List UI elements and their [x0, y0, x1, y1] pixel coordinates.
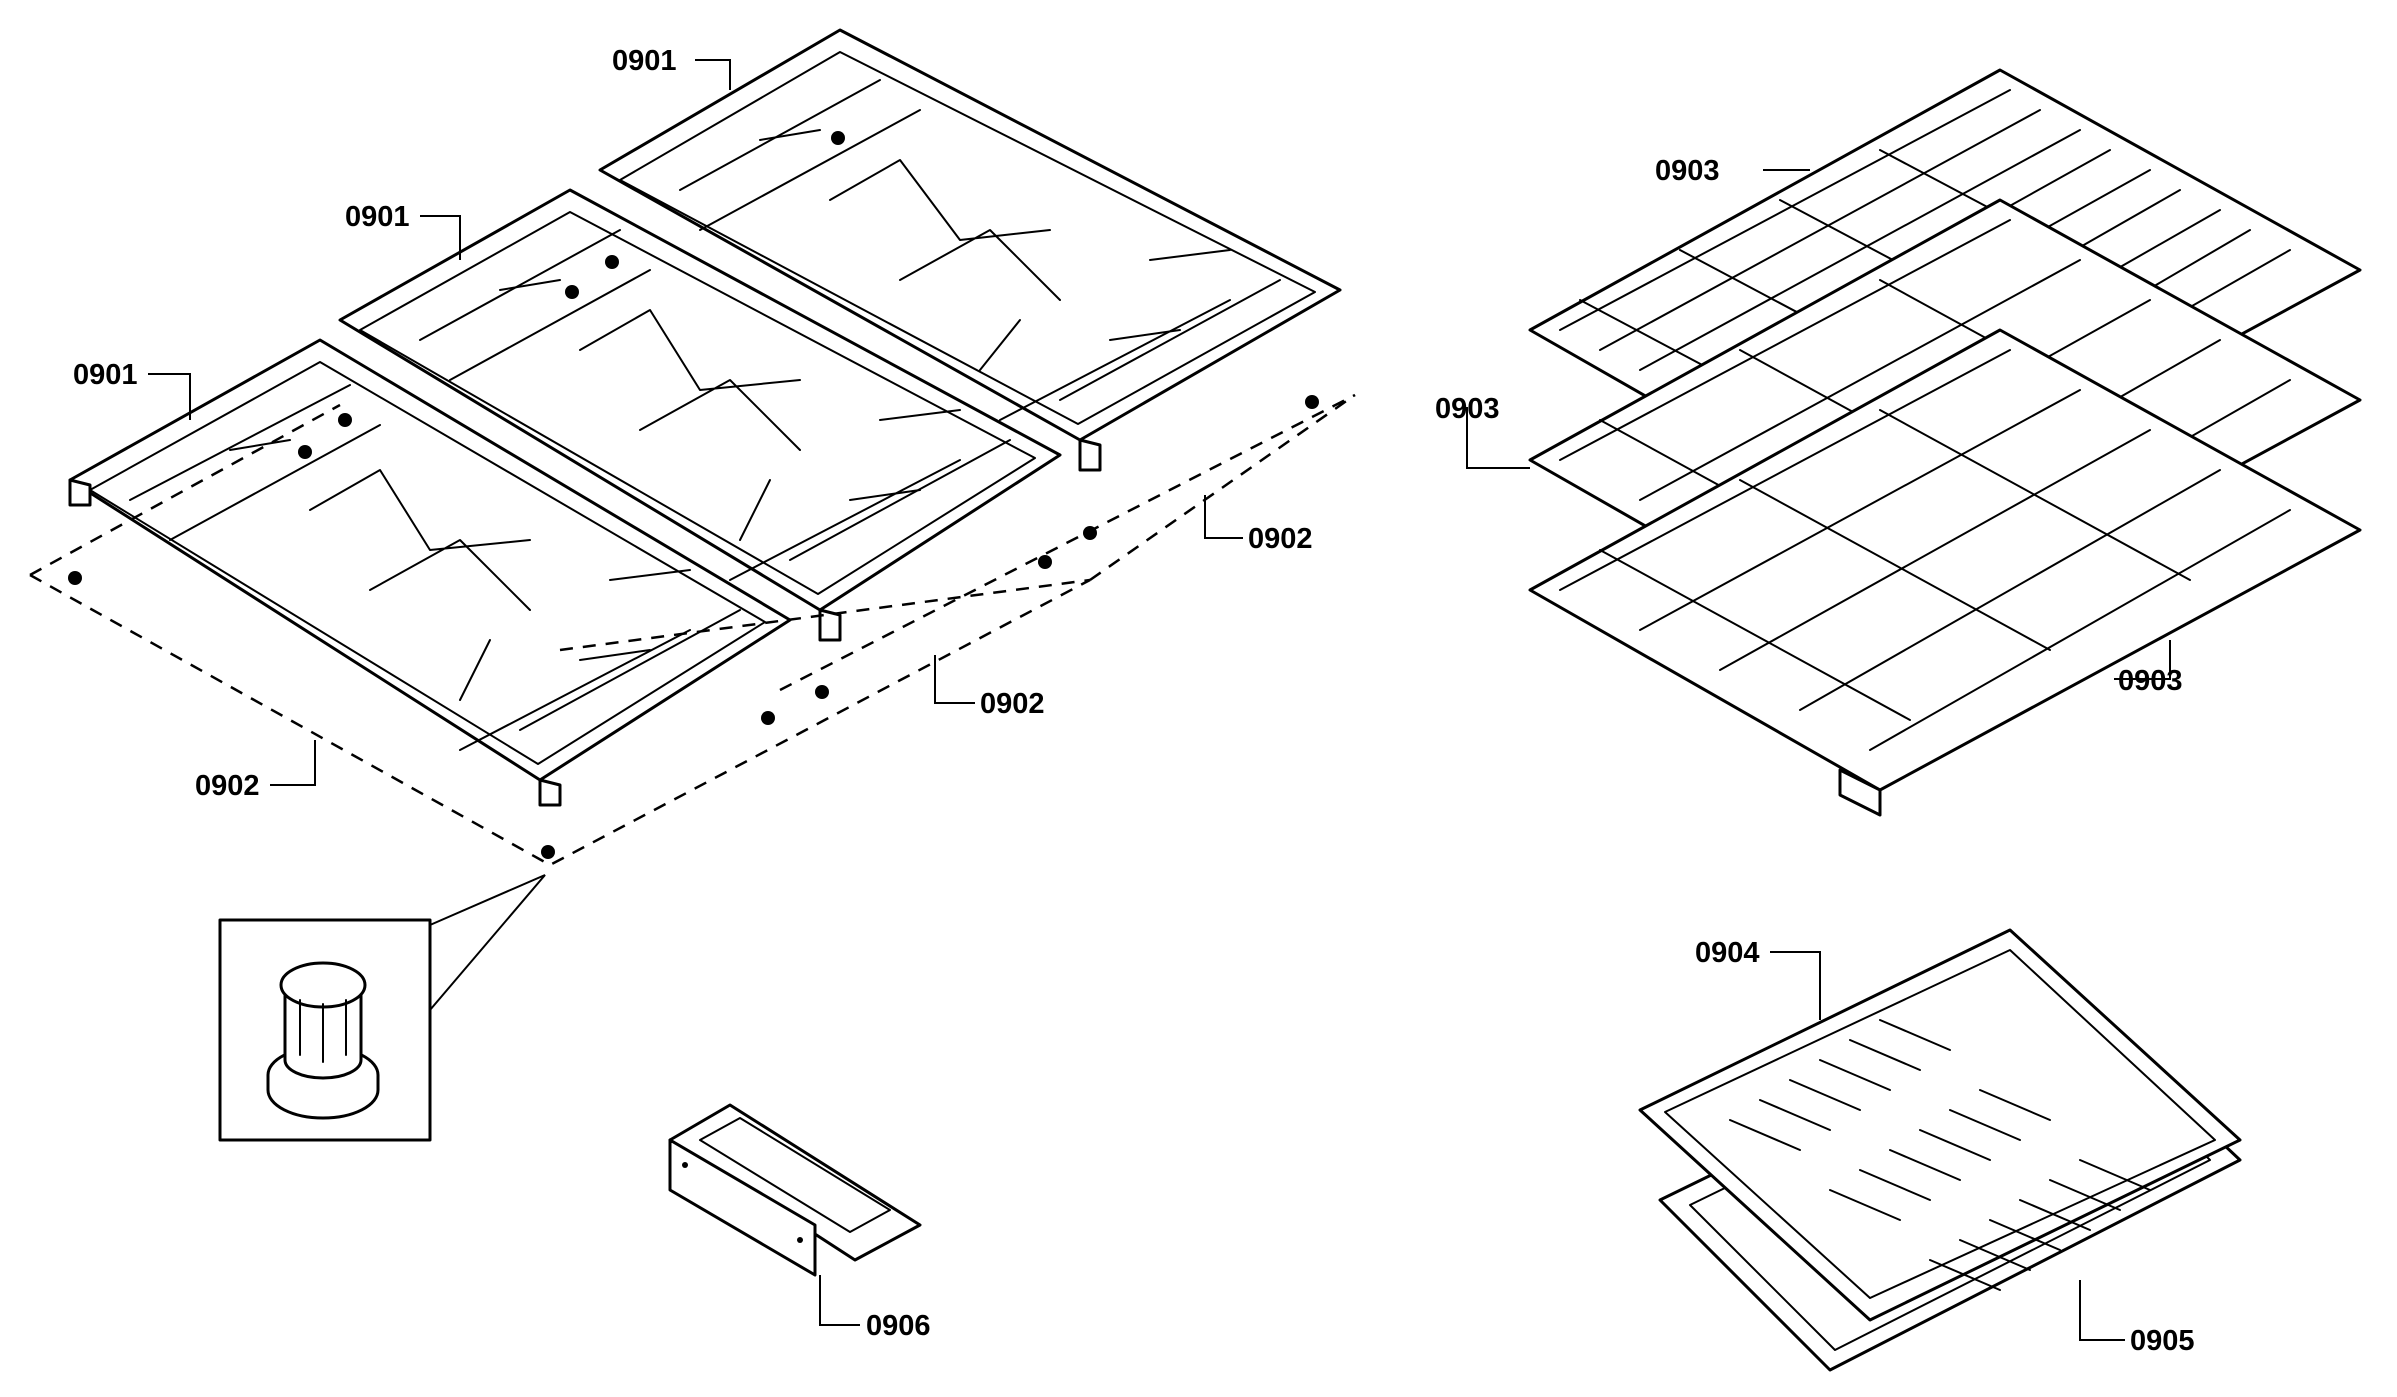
- part-labels: 0901 0901 0901 0902 0902 0902 0903 0903 …: [73, 45, 2195, 1357]
- label-grate-right: 0901: [612, 45, 677, 77]
- grate-feet: [68, 131, 1319, 859]
- grate-right: [598, 28, 1342, 472]
- bracket: [668, 1103, 922, 1277]
- label-bracket: 0906: [866, 1310, 931, 1342]
- label-rack-bottom: 0903: [2118, 665, 2183, 697]
- grate-middle: [338, 188, 1062, 642]
- label-rack-top: 0903: [1655, 155, 1720, 187]
- oven-rack-bottom: [1528, 328, 2362, 817]
- leader-lines: [148, 59, 2171, 1341]
- label-foot-left: 0902: [195, 770, 260, 802]
- label-grate-middle: 0901: [345, 201, 410, 233]
- label-foot-right: 0902: [1248, 523, 1313, 555]
- broiler-insert: [1638, 928, 2242, 1322]
- label-grate-left: 0901: [73, 359, 138, 391]
- grate-left: [68, 338, 792, 807]
- label-foot-middle: 0902: [980, 688, 1045, 720]
- feet-outline: [29, 393, 1356, 867]
- label-rack-left: 0903: [1435, 393, 1500, 425]
- label-broiler-insert: 0904: [1695, 937, 1760, 969]
- label-broiler-pan: 0905: [2130, 1325, 2195, 1357]
- foot-detail-callout: [218, 874, 546, 1142]
